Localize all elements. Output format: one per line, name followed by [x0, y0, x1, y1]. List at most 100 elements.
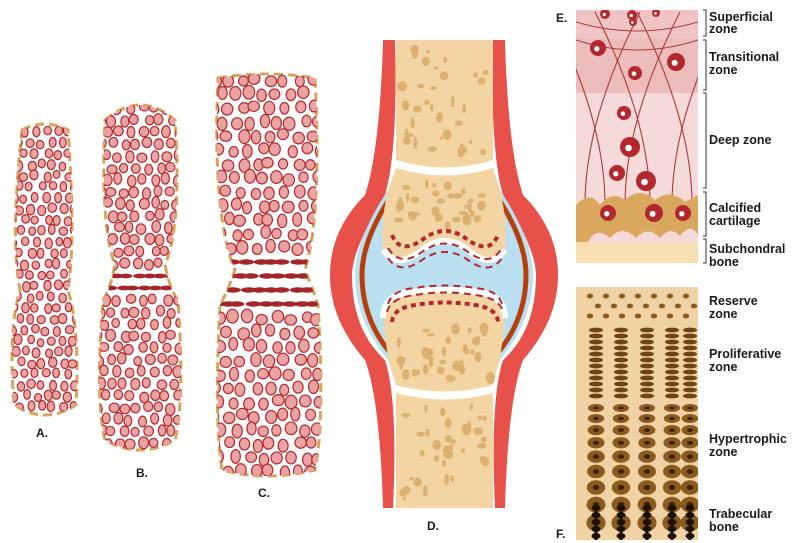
cell — [34, 237, 41, 247]
chondrocyte-nucleus — [621, 111, 626, 116]
cell — [225, 212, 235, 224]
cell — [230, 86, 241, 100]
proliferative-cell — [683, 388, 697, 393]
trabecular-cell — [643, 512, 652, 518]
trabecular-cell — [617, 533, 626, 539]
cell — [30, 149, 38, 159]
hypertrophic-nucleus — [687, 441, 693, 445]
cell — [308, 328, 319, 338]
hypertrophic-nucleus — [687, 417, 693, 420]
flattened-cell — [239, 259, 255, 264]
cell — [225, 437, 235, 448]
proliferative-cell — [640, 358, 654, 363]
bone-dot — [402, 100, 410, 110]
cell — [65, 369, 72, 378]
cell — [293, 132, 304, 144]
trabecular-cell — [686, 526, 695, 532]
hypertrophic-nucleus — [669, 407, 675, 410]
hypertrophic-nucleus — [593, 454, 599, 458]
cell — [36, 291, 43, 300]
proliferative-cell — [640, 370, 654, 375]
bone-dot — [426, 349, 433, 359]
bone-dot — [470, 210, 474, 216]
bone-dot — [444, 473, 449, 485]
cell — [54, 151, 61, 160]
cell — [53, 216, 60, 226]
cell — [126, 151, 134, 163]
cell — [37, 316, 45, 324]
cell — [53, 368, 60, 377]
cell — [142, 188, 150, 200]
bone-dot — [410, 45, 419, 54]
bone-dot — [434, 67, 438, 70]
trabecular-cell — [643, 526, 652, 532]
cell — [106, 329, 116, 341]
reserve-cell — [683, 314, 689, 319]
trabecular-cell — [592, 512, 601, 518]
zone-transitional-l2: zone — [709, 63, 738, 77]
cell — [160, 246, 168, 255]
cell — [139, 416, 147, 427]
cell — [112, 318, 120, 327]
trabecular-cell — [643, 533, 652, 539]
cell — [251, 130, 260, 143]
cell — [173, 415, 182, 424]
trabecular-cell — [686, 512, 695, 518]
bone-dot — [478, 193, 486, 197]
hypertrophic-nucleus — [618, 485, 624, 490]
chondrocyte-nucleus — [672, 60, 678, 66]
trabecular-cell — [668, 519, 677, 525]
bone-dot — [432, 440, 441, 450]
flattened-cell — [315, 259, 331, 264]
cell — [306, 160, 316, 170]
bone-dot — [480, 456, 484, 463]
proliferative-cell — [640, 346, 654, 351]
bone-dot — [445, 435, 452, 442]
cell — [60, 137, 67, 147]
cell — [244, 398, 255, 410]
cell — [95, 234, 105, 245]
cell — [229, 337, 238, 350]
flattened-cell — [243, 273, 259, 278]
cell — [209, 103, 219, 115]
cell — [129, 331, 139, 340]
cell — [121, 116, 129, 127]
chondrocyte-nucleus — [679, 211, 684, 216]
proliferative-cell — [614, 346, 628, 351]
cell — [29, 227, 36, 235]
cell — [30, 170, 38, 180]
cell — [43, 192, 51, 202]
hypertrophic-nucleus — [618, 428, 624, 432]
bone-dot — [470, 403, 473, 410]
hypertrophic-nucleus — [644, 407, 650, 410]
cell — [151, 413, 159, 424]
cell — [231, 198, 241, 210]
cell — [152, 247, 160, 256]
cell — [154, 114, 163, 125]
cell — [37, 248, 44, 258]
cell — [103, 198, 112, 207]
chondrocyte-nucleus — [630, 14, 633, 17]
cell — [207, 184, 217, 196]
hypertrophic-nucleus — [593, 417, 599, 420]
bone-dot — [468, 198, 474, 203]
panel-a-condensation: A. — [8, 124, 80, 440]
cell — [122, 140, 130, 150]
proliferative-cell — [614, 364, 628, 369]
cell — [137, 366, 145, 376]
cell — [63, 237, 71, 247]
proliferative-cell — [665, 346, 679, 351]
cell — [52, 391, 60, 399]
cell — [272, 310, 283, 322]
chondrocyte-nucleus — [654, 12, 657, 15]
cell — [125, 368, 134, 378]
cell — [47, 160, 55, 170]
cell — [14, 139, 23, 147]
cell — [253, 383, 263, 395]
cell — [33, 127, 40, 137]
chondrocyte-nucleus — [632, 71, 637, 76]
panel-b-differentiation: B. — [93, 101, 189, 480]
cell — [54, 280, 62, 290]
cell — [44, 172, 51, 182]
